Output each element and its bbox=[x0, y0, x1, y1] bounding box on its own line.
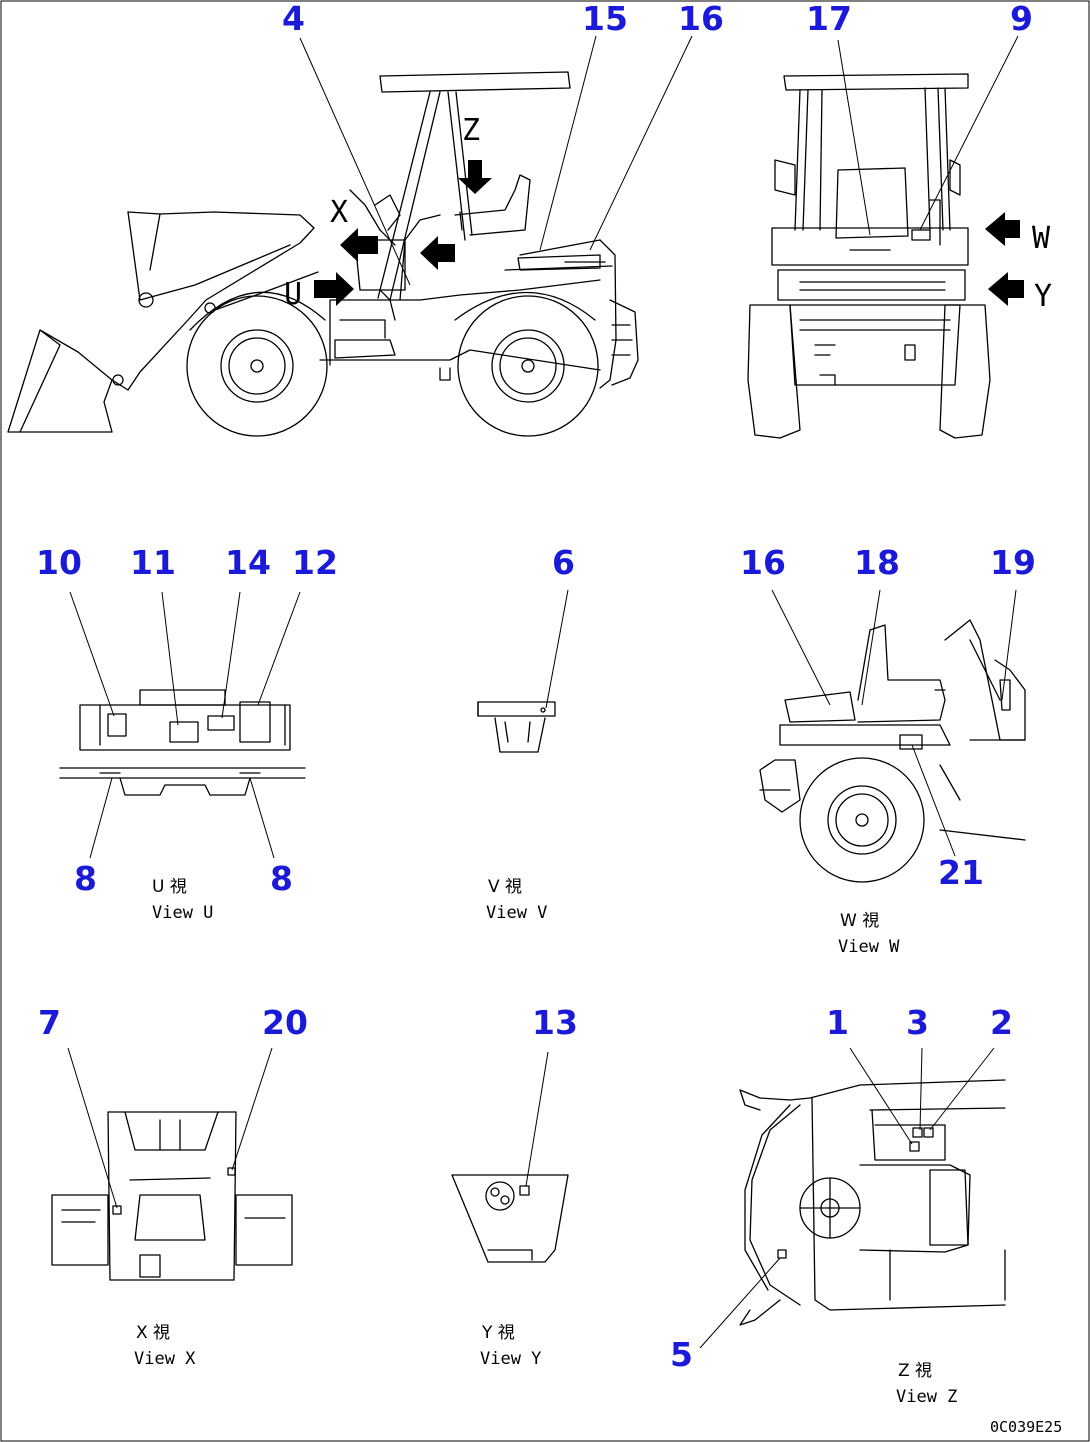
marker-u: U bbox=[284, 277, 302, 312]
view-u-leaders bbox=[69, 591, 301, 859]
callout-17: 17 bbox=[806, 0, 852, 38]
caption-x-en: View X bbox=[134, 1349, 196, 1369]
side-view-loader bbox=[7, 71, 639, 437]
callout-10: 10 bbox=[36, 543, 82, 582]
caption-x-jp: X 視 bbox=[136, 1323, 170, 1343]
arrow-z-icon bbox=[458, 160, 492, 194]
rear-view-leaders bbox=[837, 35, 1019, 236]
view-w-drawing bbox=[759, 619, 1026, 883]
callout-21: 21 bbox=[938, 853, 984, 892]
marker-w: W bbox=[1032, 221, 1051, 256]
callout-8a: 8 bbox=[74, 859, 97, 898]
view-x-leaders bbox=[67, 1047, 273, 1209]
caption-z-en: View Z bbox=[896, 1387, 957, 1407]
callout-5: 5 bbox=[670, 1335, 693, 1374]
callout-12: 12 bbox=[292, 543, 338, 582]
callout-16-view-w: 16 bbox=[740, 543, 786, 582]
view-u-drawing bbox=[59, 689, 306, 796]
view-w-leaders bbox=[771, 589, 1017, 857]
arrow-u-icon bbox=[314, 272, 354, 306]
callout-3: 3 bbox=[906, 1003, 929, 1042]
callout-1: 1 bbox=[826, 1003, 849, 1042]
side-view-arrows bbox=[314, 160, 492, 306]
caption-v-jp: V 視 bbox=[488, 877, 522, 897]
view-z-drawing bbox=[739, 1079, 1006, 1326]
callout-16: 16 bbox=[678, 0, 724, 38]
arrow-y-icon bbox=[988, 272, 1024, 306]
callout-13: 13 bbox=[532, 1003, 578, 1042]
callout-2: 2 bbox=[990, 1003, 1013, 1042]
marker-z: Z bbox=[462, 113, 480, 148]
rear-view-arrows bbox=[985, 212, 1024, 306]
arrow-w-icon bbox=[985, 212, 1020, 246]
view-v-drawing bbox=[477, 701, 556, 753]
caption-u-jp: U 視 bbox=[152, 877, 187, 897]
callout-7: 7 bbox=[38, 1003, 61, 1042]
callout-9: 9 bbox=[1010, 0, 1033, 38]
caption-w-jp: W 視 bbox=[840, 911, 879, 931]
callout-4: 4 bbox=[282, 0, 305, 38]
callout-14: 14 bbox=[225, 543, 271, 582]
view-v-leader bbox=[545, 589, 569, 709]
caption-y-en: View Y bbox=[480, 1349, 541, 1369]
view-y-leader bbox=[525, 1051, 549, 1187]
arrow-x1-icon bbox=[340, 228, 378, 262]
marker-y: Y bbox=[1034, 279, 1052, 314]
side-view-leaders bbox=[299, 35, 693, 286]
view-y-drawing bbox=[451, 1174, 569, 1263]
caption-w-en: View W bbox=[838, 937, 900, 957]
drawing-number: 0C039E25 bbox=[990, 1418, 1062, 1436]
caption-v-en: View V bbox=[486, 903, 547, 923]
callout-8b: 8 bbox=[270, 859, 293, 898]
callout-18: 18 bbox=[854, 543, 900, 582]
callout-20: 20 bbox=[262, 1003, 308, 1042]
callout-19: 19 bbox=[990, 543, 1036, 582]
view-z-leaders bbox=[699, 1047, 995, 1349]
caption-u-en: View U bbox=[152, 903, 213, 923]
rear-view-loader bbox=[747, 73, 991, 439]
arrow-x2-icon bbox=[420, 236, 455, 270]
view-x-drawing bbox=[51, 1111, 293, 1281]
callout-11: 11 bbox=[130, 543, 176, 582]
callout-6: 6 bbox=[552, 543, 575, 582]
caption-y-jp: Y 視 bbox=[481, 1323, 515, 1343]
caption-z-jp: Z 視 bbox=[898, 1361, 932, 1381]
callout-15: 15 bbox=[582, 0, 628, 38]
marker-x: X bbox=[330, 195, 348, 230]
